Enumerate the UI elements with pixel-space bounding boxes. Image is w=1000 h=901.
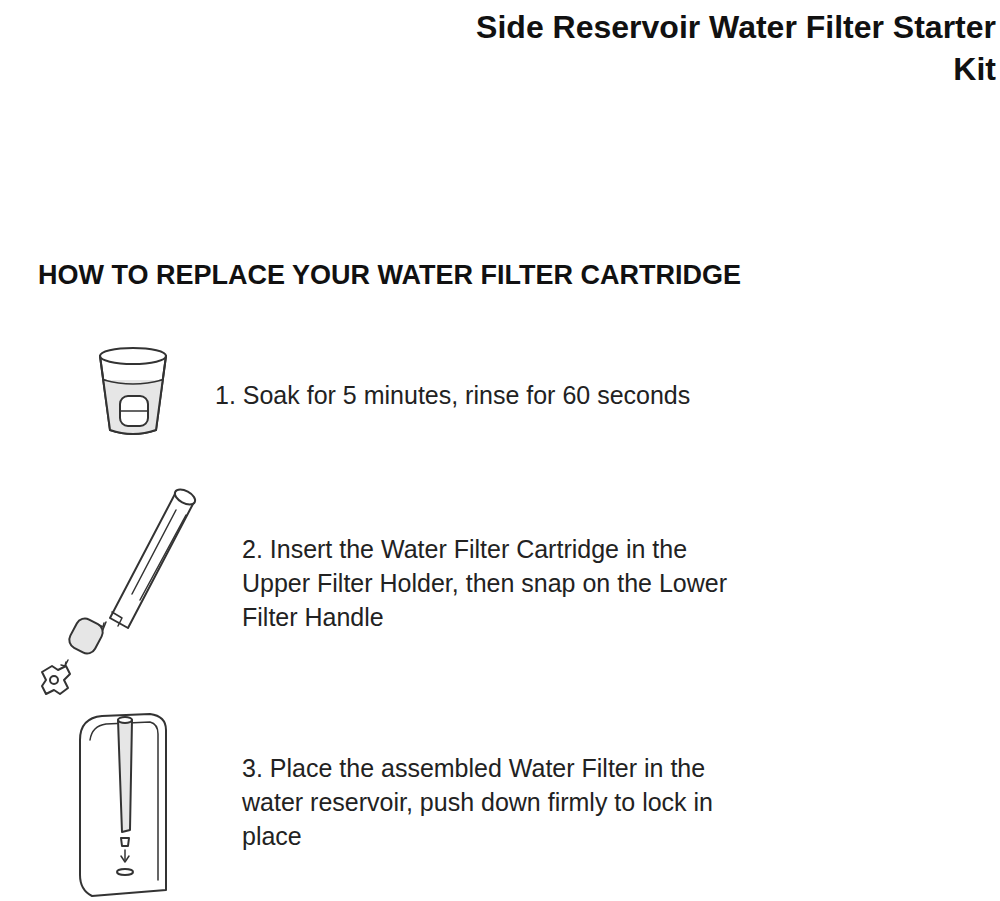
water-reservoir [80, 714, 166, 896]
step-text: 1. Soak for 5 minutes, rinse for 60 seco… [215, 378, 855, 412]
section-heading: HOW TO REPLACE YOUR WATER FILTER CARTRID… [38, 258, 741, 292]
step-text: 2. Insert the Water Filter Cartridge in … [242, 532, 762, 634]
soaking-cup [100, 348, 166, 434]
step-text: 3. Place the assembled Water Filter in t… [242, 751, 742, 853]
page-title: Side Reservoir Water Filter Starter Kit [436, 6, 996, 90]
filter-assembly [42, 487, 198, 694]
